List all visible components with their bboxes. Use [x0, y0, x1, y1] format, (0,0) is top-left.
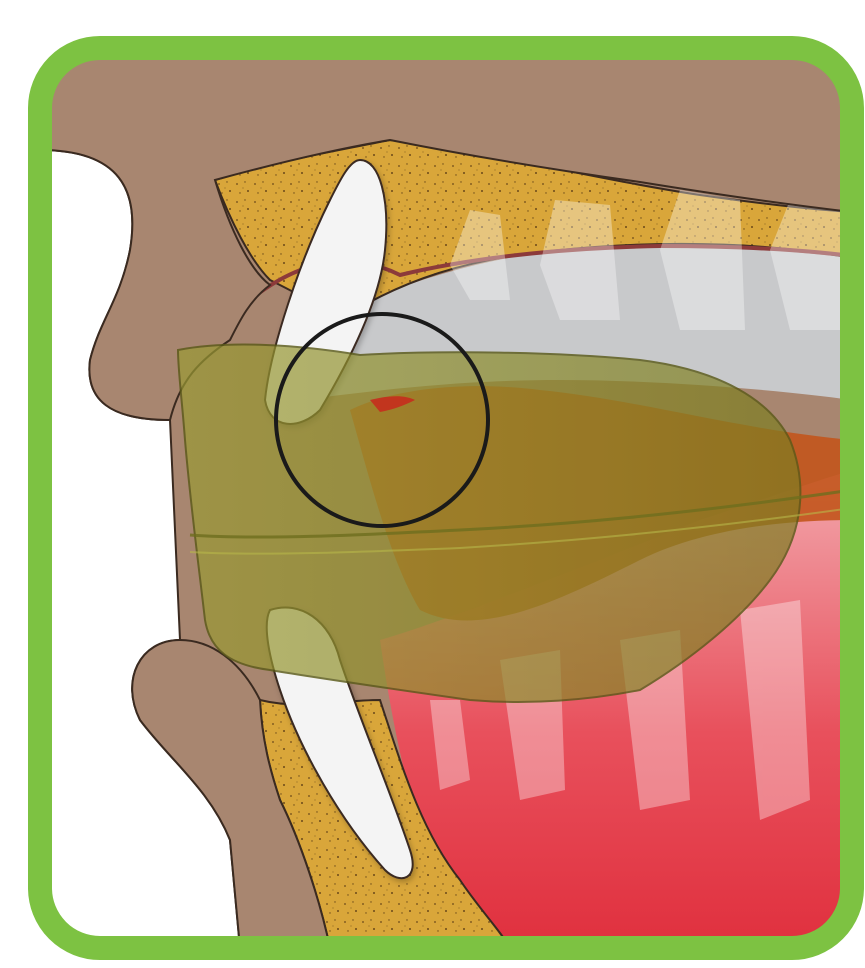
- illustration-content: [40, 48, 852, 948]
